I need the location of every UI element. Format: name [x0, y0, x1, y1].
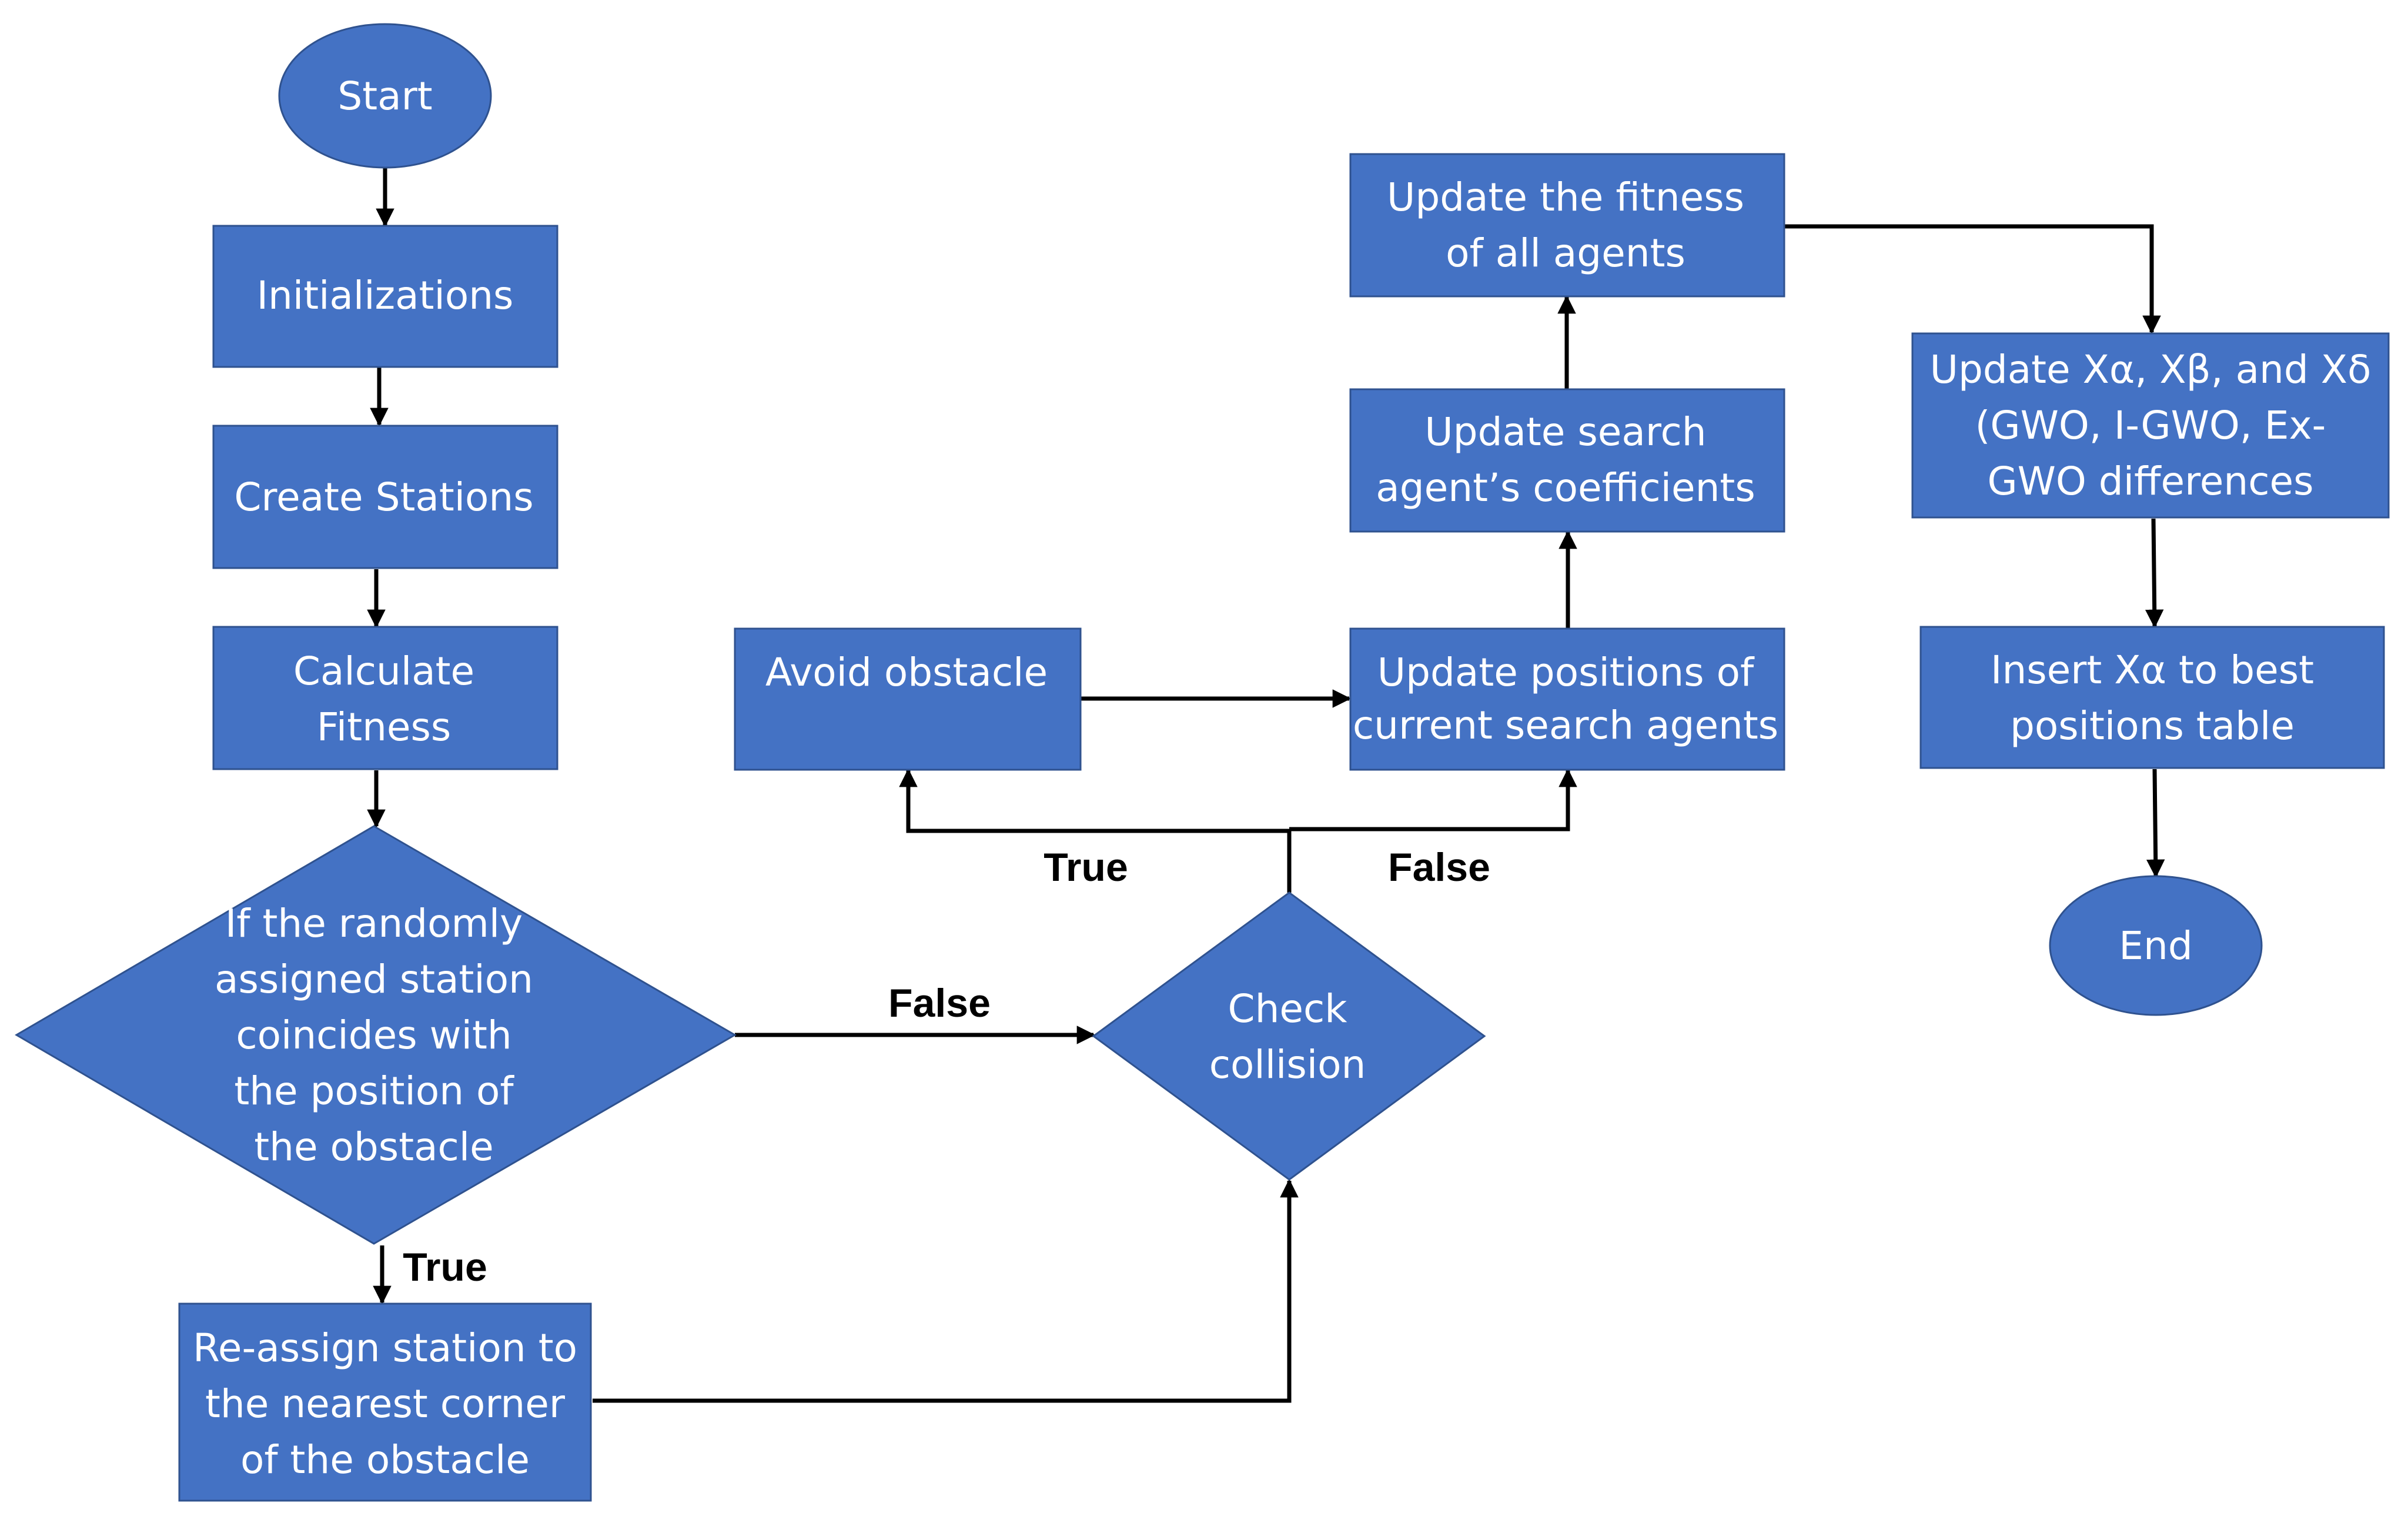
start-label: Start — [337, 74, 432, 119]
update-coefficients-box — [1349, 388, 1785, 533]
edge-reassign-to-check-collision — [593, 1178, 1299, 1403]
edge-check-collision-true-to-avoid-obstacle — [899, 768, 1289, 833]
edge-labels: False True True False — [403, 845, 1490, 1290]
end-node: End — [2049, 875, 2263, 1016]
start-terminal-shape — [278, 23, 492, 169]
avoid-obstacle-box — [734, 627, 1082, 771]
create-stations-box — [212, 425, 558, 569]
check-collision-diamond — [1092, 891, 1486, 1181]
update-positions-box — [1349, 627, 1785, 771]
edge-insert-best-to-end — [2146, 769, 2165, 879]
edge-check-collision-false-to-update-positions — [1289, 768, 1577, 831]
edge-update-leaders-to-insert-best — [2145, 518, 2164, 629]
avoid-obstacle-node: Avoid obstacle — [734, 627, 1082, 771]
end-terminal-shape — [2049, 875, 2263, 1016]
update-leaders-label: Update Xα, Xβ, and Xδ(GWO, I-GWO, Ex-GWO… — [1930, 347, 2372, 504]
update-fitness-box — [1349, 153, 1785, 298]
create-stations-node: Create Stations — [212, 425, 558, 569]
end-label: End — [2119, 923, 2192, 968]
avoid-obstacle-label: Avoid obstacle — [765, 650, 1048, 695]
calculate-fitness-box — [212, 626, 558, 770]
label-collision-false: False — [1388, 845, 1490, 890]
reassign-box — [178, 1302, 592, 1502]
initializations-node: Initializations — [212, 225, 558, 368]
create-stations-label: Create Stations — [234, 475, 533, 520]
label-collision-true: True — [1044, 845, 1128, 890]
connectors — [367, 168, 2165, 1403]
update-leaders-box — [1911, 332, 2390, 519]
initializations-label: Initializations — [257, 273, 514, 318]
update-leaders-node: Update Xα, Xβ, and Xδ(GWO, I-GWO, Ex-GWO… — [1911, 332, 2390, 519]
decision-diamond — [15, 825, 737, 1245]
initializations-box — [212, 225, 558, 368]
start-node: Start — [278, 23, 492, 169]
label-decision-false: False — [888, 981, 991, 1026]
insert-best-box — [1919, 626, 2385, 769]
label-decision-true: True — [403, 1245, 487, 1290]
edge-update-fitness-to-update-leaders — [1783, 224, 2161, 335]
